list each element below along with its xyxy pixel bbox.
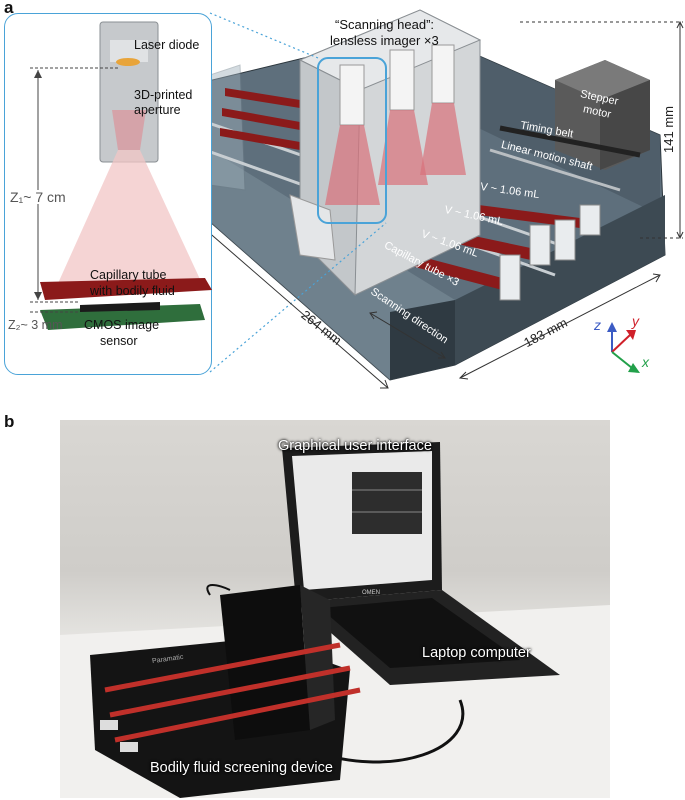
label-aperture-2: aperture: [134, 103, 181, 117]
dim-height: 141 mm: [660, 106, 676, 153]
label-scanning-head-2: lensless imager ×3: [330, 33, 439, 48]
panel-a-letter: a: [4, 0, 14, 17]
label-aperture-1: 3D-printed: [134, 88, 193, 102]
panel-b-letter: b: [4, 412, 15, 431]
axis-y-label: y: [632, 313, 639, 329]
label-laser-diode: Laser diode: [134, 38, 200, 52]
scanning-head-highlight: [317, 57, 387, 224]
label-scanning-head-1: “Scanning head”:: [335, 17, 435, 32]
label-laptop: Laptop computer: [422, 645, 531, 661]
axes-gizmo: [607, 322, 640, 373]
label-z1: Z₁~ 7 cm: [10, 189, 66, 205]
label-brand: OMEN: [362, 590, 380, 596]
axis-z-label: z: [594, 317, 601, 333]
label-capillary-2: with bodily fluid: [90, 284, 175, 298]
label-gui: Graphical user interface: [278, 438, 432, 454]
inset-drawing: [30, 21, 212, 330]
label-cmos-2: sensor: [100, 334, 138, 348]
label-screening-device: Bodily fluid screening device: [150, 760, 333, 776]
setup-photo: Graphical user interface Laptop computer…: [60, 420, 610, 798]
label-z2: Z₂~ 3 mm: [8, 318, 63, 332]
axis-x-label: x: [642, 354, 649, 370]
label-cmos-1: CMOS image: [84, 318, 160, 332]
label-capillary-1: Capillary tube: [90, 268, 167, 282]
device-illustration: [149, 9, 684, 389]
